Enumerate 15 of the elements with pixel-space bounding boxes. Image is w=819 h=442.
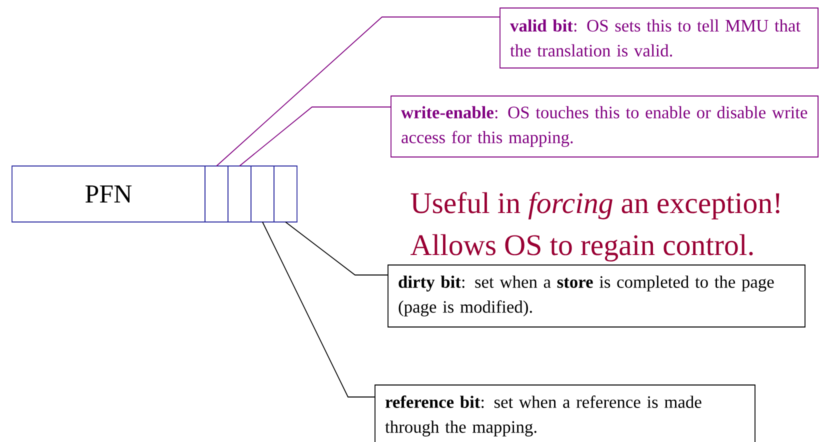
bit-cell xyxy=(228,166,252,222)
leader-line xyxy=(216,16,500,166)
note-box: reference bit: set when a reference is made through the mapping. xyxy=(374,384,756,442)
bit-cell xyxy=(250,166,274,222)
field-box: PFN xyxy=(12,166,206,222)
leader-line xyxy=(239,106,392,166)
note-box: valid bit: OS sets this to tell MMU that the translation is valid. xyxy=(500,8,818,68)
leader-line xyxy=(285,222,388,276)
bit-cell xyxy=(274,166,298,222)
note-text: Allows OS to regain control. xyxy=(410,234,753,262)
leader-line xyxy=(262,222,376,398)
note-box: dirty bit: set when a store is completed to the page (page is modified). xyxy=(388,264,806,328)
note-text: Useful in forcing an exception! xyxy=(410,192,780,220)
note-box: write-enable: OS touches this to enable or disable write access for this mapping. xyxy=(390,96,818,158)
bit-cell xyxy=(204,166,228,222)
